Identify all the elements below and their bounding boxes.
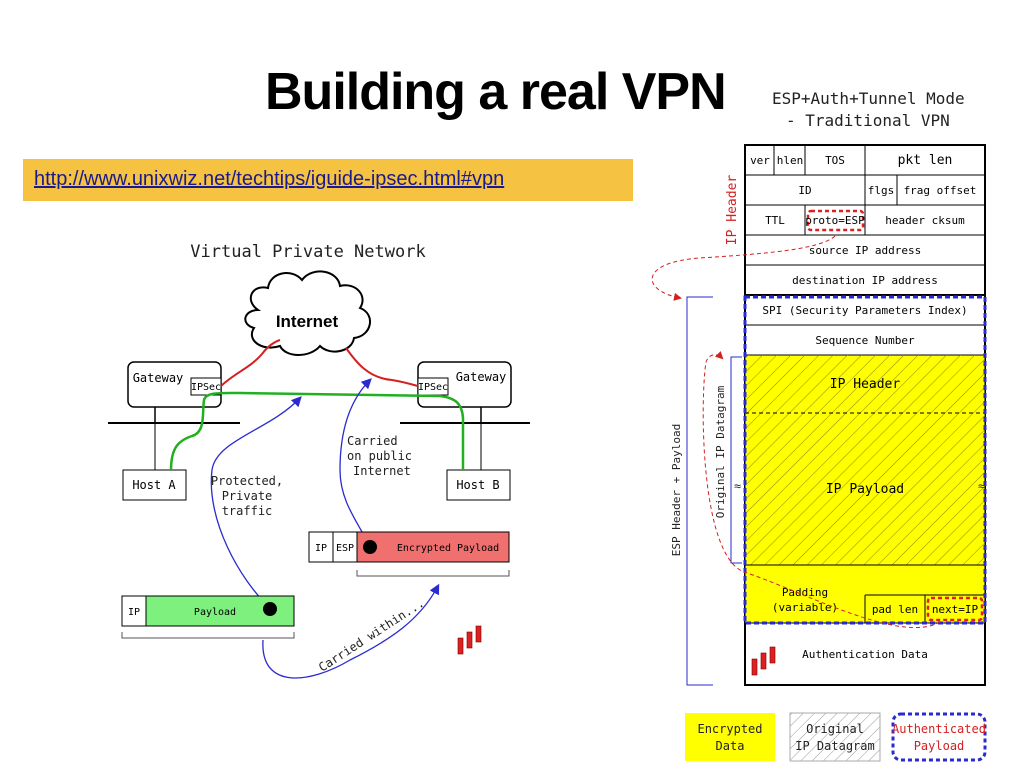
orig-bracket [730, 356, 742, 564]
legend-auth-swatch [891, 712, 987, 762]
padding-label-1: Padding [782, 586, 828, 599]
legend-original-2: IP Datagram [795, 739, 874, 753]
link-box: http://www.unixwiz.net/techtips/iguide-i… [23, 159, 633, 201]
host-a-label: Host A [132, 478, 176, 492]
legend-original-swatch [789, 712, 881, 762]
blue-arrow-carried [262, 583, 440, 679]
plain-payload-label: Payload [194, 607, 236, 618]
red-bars-icon-right [751, 646, 776, 676]
break-mark-left: ≈ [734, 479, 741, 493]
blue-arrow-public [339, 378, 372, 547]
padding-label-2: (variable) [772, 601, 838, 614]
enc-esp-label: ESP [336, 543, 354, 554]
field-seq: Sequence Number [815, 334, 915, 347]
host-a-box [122, 469, 187, 501]
esp-title-line1: ESP+Auth+Tunnel Mode [772, 89, 965, 108]
gateway-b: Gateway IPSec [417, 361, 512, 408]
gateway-a: Gateway IPSec [127, 361, 222, 408]
inner-ip-header-label: IP Header [830, 377, 901, 392]
source-link[interactable]: http://www.unixwiz.net/techtips/iguide-i… [34, 168, 505, 190]
note-protected-3: traffic [222, 504, 273, 518]
field-ver: ver [750, 154, 770, 167]
green-traffic-line [169, 391, 465, 471]
field-proto: proto=ESP [805, 214, 865, 227]
break-mark-right: ≈ [978, 479, 985, 493]
legend-encrypted-swatch [685, 713, 775, 761]
enc-payload-label: Encrypted Payload [397, 543, 499, 554]
ipsec-b-label: IPSec [418, 382, 448, 393]
auth-data-label: Authentication Data [802, 648, 928, 661]
red-bars-icon [457, 625, 482, 655]
gateway-b-label: Gateway [456, 370, 507, 384]
field-pktlen: pkt len [898, 153, 953, 168]
outer-ip-header: ver hlen TOS pkt len ID flgs frag offset… [744, 144, 986, 296]
orig-side-label: Original IP Datagram [714, 385, 727, 518]
enc-ip-label: IP [315, 543, 327, 554]
internet-label: Internet [276, 312, 339, 331]
note-public-2: on public [347, 449, 412, 463]
blue-arrow-protected [210, 396, 302, 609]
legend-auth-1: Authenticated [892, 722, 986, 736]
plain-packet: IP Payload [121, 595, 295, 639]
plain-ip-label: IP [128, 607, 140, 618]
esp-title-line2: - Traditional VPN [786, 111, 950, 130]
internet-cloud: Internet [244, 270, 371, 356]
protected-traffic-note: Protected, Private traffic [211, 474, 283, 518]
pad-len-label: pad len [872, 603, 918, 616]
note-protected-2: Private [222, 489, 273, 503]
carried-within-label: Carried within... [316, 596, 427, 675]
red-arrow-nextip [702, 350, 941, 628]
field-src: source IP address [809, 244, 922, 257]
note-public-1: Carried [347, 434, 398, 448]
host-b-box [446, 469, 511, 501]
esp-side-label: ESP Header + Payload [670, 424, 683, 556]
red-tunnel-line [220, 339, 281, 387]
field-spi: SPI (Security Parameters Index) [762, 304, 967, 317]
host-b-label: Host B [456, 478, 499, 492]
red-tunnel-line-b [345, 347, 419, 387]
field-fragoffset: frag offset [904, 184, 977, 197]
field-tos: TOS [825, 154, 845, 167]
legend-original-1: Original [806, 722, 864, 736]
legend-encrypted-2: Data [716, 739, 745, 753]
field-ttl: TTL [765, 214, 785, 227]
note-public-3: Internet [353, 464, 411, 478]
vpn-diagram-title: Virtual Private Network [190, 242, 425, 262]
inner-payload-label: IP Payload [826, 482, 904, 497]
next-ip-label: next=IP [932, 603, 979, 616]
field-flgs: flgs [868, 184, 895, 197]
field-hlen: hlen [777, 154, 804, 167]
encrypted-packet: IP ESP Encrypted Payload [308, 531, 510, 577]
field-dst: destination IP address [792, 274, 938, 287]
legend: Encrypted Data Original IP Datagram Auth… [685, 712, 987, 762]
field-cksum: header cksum [885, 214, 965, 227]
esp-section: SPI (Security Parameters Index) Sequence… [743, 294, 987, 686]
ipsec-a-label: IPSec [191, 382, 221, 393]
esp-bracket [686, 296, 713, 686]
public-internet-note: Carried on public Internet [347, 434, 412, 478]
note-protected-1: Protected, [211, 474, 283, 488]
ip-header-side-label: IP Header [725, 175, 740, 246]
legend-auth-2: Payload [914, 739, 965, 753]
legend-encrypted-1: Encrypted [697, 722, 762, 736]
slide-title: Building a real VPN [265, 63, 727, 121]
field-id: ID [798, 184, 811, 197]
gateway-a-label: Gateway [133, 371, 184, 385]
